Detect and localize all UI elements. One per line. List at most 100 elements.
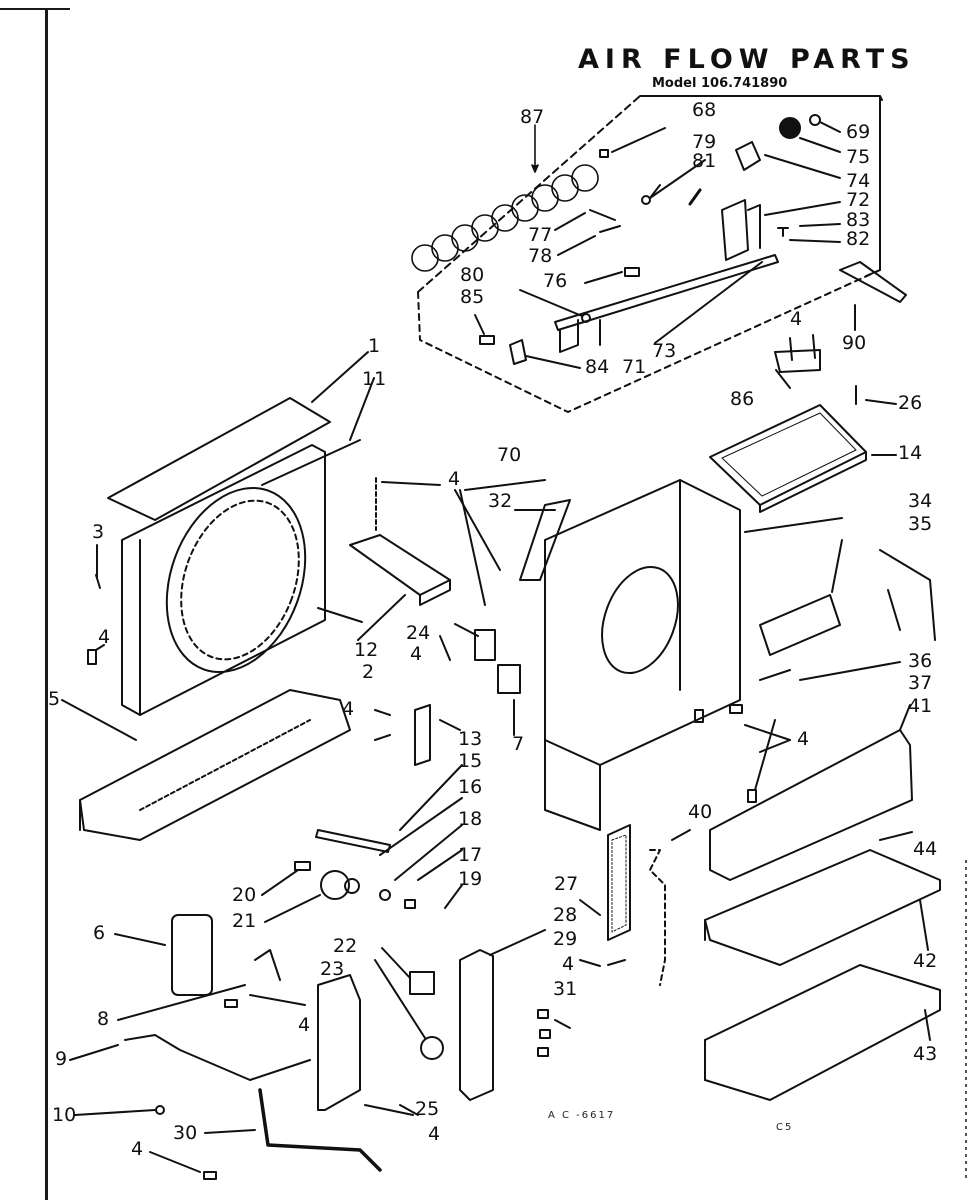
callout-2: 2 <box>362 661 375 683</box>
callout-1: 1 <box>368 335 381 357</box>
callout-19: 19 <box>458 868 483 890</box>
callout-79: 79 <box>692 131 717 153</box>
callout-3: 3 <box>92 521 105 543</box>
callout-42: 42 <box>913 950 938 972</box>
callout-41: 41 <box>908 695 933 717</box>
part-30-cord <box>204 1088 382 1172</box>
callout-36: 36 <box>908 650 933 672</box>
callout-76: 76 <box>543 270 568 292</box>
callout-4-right: 4 <box>797 728 810 750</box>
callout-13: 13 <box>458 728 483 750</box>
part-11-strip <box>261 377 375 486</box>
part-4-screws-center <box>381 479 546 606</box>
callout-90: 90 <box>842 332 867 354</box>
part-2-front-grille <box>121 444 363 716</box>
part-37-clip <box>759 661 901 681</box>
part-71-rail <box>554 254 779 353</box>
callout-14: 14 <box>898 442 923 464</box>
part-42-tray <box>704 849 941 966</box>
part-8-bracket <box>117 949 306 1021</box>
callout-4-bracket: 4 <box>342 698 355 720</box>
callout-16: 16 <box>458 776 483 798</box>
part-79-81-pin <box>641 159 706 206</box>
callout-10: 10 <box>52 1104 77 1126</box>
part-74-switch <box>735 141 841 179</box>
callout-87: 87 <box>520 106 545 128</box>
part-72-mount <box>721 199 841 261</box>
callout-85: 85 <box>460 286 485 308</box>
part-35-plate <box>759 539 843 656</box>
callout-43: 43 <box>913 1043 938 1065</box>
callout-4-relay: 4 <box>410 643 423 665</box>
part-3-clip <box>95 544 101 589</box>
callout-34: 34 <box>908 490 933 512</box>
callout-32: 32 <box>488 490 513 512</box>
frame-border-left <box>45 10 48 1200</box>
part-34-shroud <box>544 479 843 831</box>
callout-12: 12 <box>354 639 379 661</box>
knob-row-87 <box>411 124 599 272</box>
callout-40: 40 <box>688 801 713 823</box>
callout-44: 44 <box>913 838 938 860</box>
callout-83: 83 <box>846 209 871 231</box>
part-44-gasket <box>879 831 913 841</box>
callout-82: 82 <box>846 228 871 250</box>
part-28-panel <box>459 929 571 1101</box>
callout-9: 9 <box>55 1048 68 1070</box>
callout-35: 35 <box>908 513 933 535</box>
part-73-link <box>654 261 763 344</box>
scan-edge-artifact <box>965 860 967 1180</box>
part-68-grommet <box>599 127 666 158</box>
callout-27: 27 <box>554 873 579 895</box>
callout-73: 73 <box>652 340 677 362</box>
callout-7: 7 <box>512 733 525 755</box>
callout-20: 20 <box>232 884 257 906</box>
callout-31: 31 <box>553 978 578 1000</box>
part-1-top-panel <box>107 351 369 521</box>
callout-15: 15 <box>458 750 483 772</box>
diagram-title: AIR FLOW PARTS <box>578 44 916 75</box>
callout-24: 24 <box>406 622 431 644</box>
assembly-bracket-70 <box>417 95 883 413</box>
callout-84: 84 <box>585 356 610 378</box>
callout-37: 37 <box>908 672 933 694</box>
part-9-harness <box>69 1034 311 1116</box>
callout-4-top: 4 <box>790 308 803 330</box>
callout-75: 75 <box>846 146 871 168</box>
callout-72: 72 <box>846 189 871 211</box>
callout-17: 17 <box>458 844 483 866</box>
callout-21: 21 <box>232 910 257 932</box>
callout-18: 18 <box>458 808 483 830</box>
callout-4-panel: 4 <box>562 953 575 975</box>
part-20-21-fan <box>261 861 350 923</box>
callout-70: 70 <box>497 444 522 466</box>
callout-4-cover: 4 <box>428 1123 441 1145</box>
page-code: C5 <box>776 1122 794 1133</box>
callout-68: 68 <box>692 99 717 121</box>
part-77-78-screw <box>554 209 621 256</box>
part-80-85-84 <box>474 289 591 369</box>
callout-86: 86 <box>730 388 755 410</box>
callout-8: 8 <box>97 1008 110 1030</box>
callout-28: 28 <box>553 904 578 926</box>
part-14-filter <box>709 404 897 513</box>
callout-4-cord: 4 <box>131 1138 144 1160</box>
part-83-82 <box>777 223 841 243</box>
callout-29: 29 <box>553 928 578 950</box>
callout-6: 6 <box>93 922 106 944</box>
part-12-duct <box>349 477 451 641</box>
callout-11: 11 <box>362 368 387 390</box>
callout-78: 78 <box>528 245 553 267</box>
callout-77: 77 <box>528 224 553 246</box>
part-69-75-knob <box>779 114 841 153</box>
callout-71: 71 <box>622 356 647 378</box>
part-4-screw-left <box>87 644 105 665</box>
part-41-bracket <box>709 704 913 881</box>
callout-26: 26 <box>898 392 923 414</box>
callout-81: 81 <box>692 150 717 172</box>
callout-74: 74 <box>846 170 871 192</box>
part-13-bracket <box>374 704 461 766</box>
part-26-screw <box>855 385 897 405</box>
part-32-bracket <box>514 499 571 581</box>
